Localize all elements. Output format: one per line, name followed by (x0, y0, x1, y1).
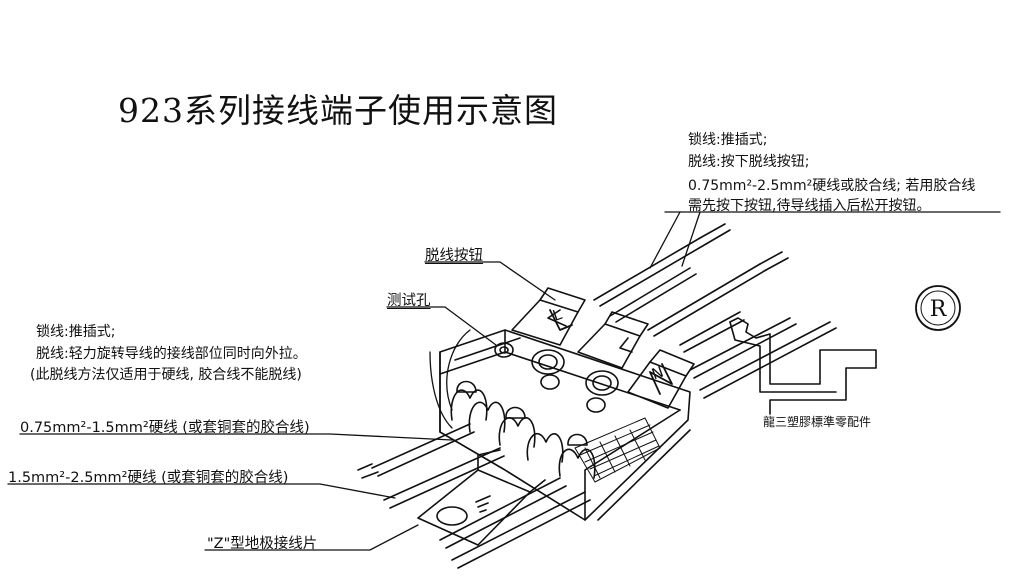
ground-plate-label: "Z"型地极接线片 (207, 536, 318, 552)
ground-plate (417, 449, 546, 546)
wire-large-label: 1.5mm²-2.5mm²硬线 (或套铜套的胶合线) (8, 470, 289, 486)
top-note-line-3: 0.75mm²-2.5mm²硬线或胶合线; 若用胶合线 (688, 178, 976, 194)
connector-profile (729, 317, 877, 415)
page-title: 923系列接线端子使用示意图 (118, 91, 558, 130)
top-note-line-1: 锁线:推插式; (688, 132, 768, 148)
wires-front (357, 423, 591, 569)
hatched-clamp (574, 417, 661, 483)
registered-trademark-icon: R (915, 285, 961, 331)
wire-entry-slots (450, 380, 596, 479)
leader-lines (7, 211, 1001, 551)
company-label: 龍三塑膠標準零配件 (763, 415, 872, 429)
test-hole-label: 测试孔 (387, 293, 431, 309)
registered-letter: R (930, 297, 948, 322)
terminal-markings (549, 309, 673, 395)
top-note-line-2: 脱线:按下脱线按钮; (688, 154, 810, 170)
test-holes (494, 342, 619, 413)
release-button-label: 脱线按钮 (425, 248, 483, 264)
left-note-line-3: (此脱线方法仅适用于硬线, 胶合线不能脱线) (30, 367, 302, 383)
left-note-line-1: 锁线:推插式; (36, 324, 116, 340)
top-note-line-4: 需先按下按钮,待导线插入后松开按钮。 (688, 198, 931, 214)
left-note-line-2: 脱线:轻力旋转导线的接线部位同时向外拉。 (36, 346, 307, 362)
wire-small-label: 0.75mm²-1.5mm²硬线 (或套铜套的胶合线) (20, 420, 310, 436)
